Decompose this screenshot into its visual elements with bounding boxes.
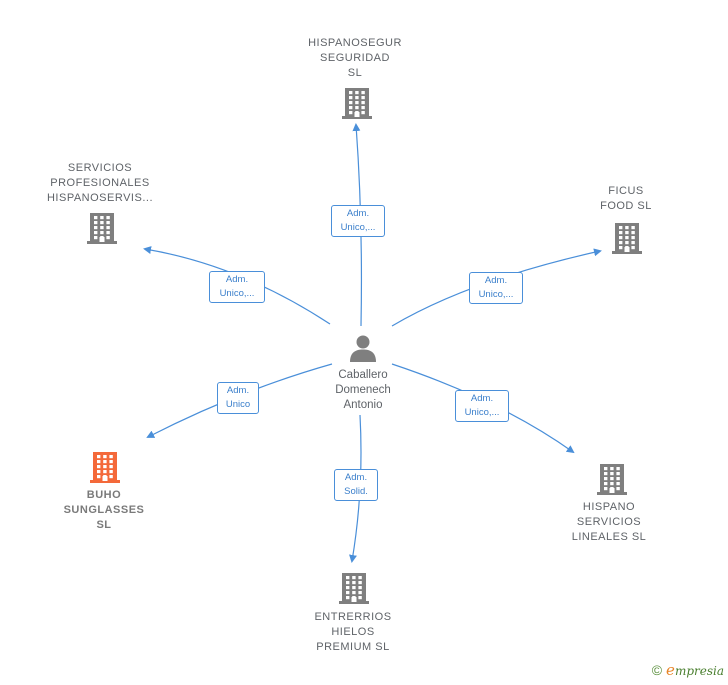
building-icon[interactable] bbox=[339, 571, 369, 610]
company-label-hispanoseguridad[interactable]: HISPANOSEGUR SEGURIDAD SL bbox=[308, 37, 402, 79]
company-label-ficus[interactable]: FICUS FOOD SL bbox=[600, 185, 652, 212]
building-icon[interactable] bbox=[597, 462, 627, 501]
company-label-hispano[interactable]: HISPANO SERVICIOS LINEALES SL bbox=[571, 501, 647, 543]
company-label-servicios[interactable]: SERVICIOS PROFESIONALES HISPANOSERVIS... bbox=[46, 162, 153, 204]
edge-label-buho[interactable]: Adm. Unico bbox=[217, 382, 259, 414]
copyright-symbol: © bbox=[651, 662, 663, 678]
footer-brand: © empresia bbox=[652, 661, 724, 679]
edge-label-hispanoseguridad[interactable]: Adm. Unico,... bbox=[331, 205, 385, 237]
edge-label-servicios[interactable]: Adm. Unico,... bbox=[209, 271, 265, 303]
person-icon[interactable] bbox=[348, 333, 378, 363]
building-icon[interactable] bbox=[612, 221, 642, 260]
building-icon[interactable] bbox=[90, 450, 120, 489]
company-label-buho[interactable]: BUHO SUNGLASSES SL bbox=[63, 489, 145, 531]
company-label-entrerrios[interactable]: ENTRERRIOS HIELOS PREMIUM SL bbox=[314, 611, 392, 653]
center-person-label[interactable]: Caballero Domenech Antonio bbox=[335, 369, 391, 411]
building-icon[interactable] bbox=[87, 211, 117, 250]
edge-label-ficus[interactable]: Adm. Unico,... bbox=[469, 272, 523, 304]
edge-label-hispano[interactable]: Adm. Unico,... bbox=[455, 390, 509, 422]
brand-logo: empresia bbox=[666, 661, 724, 679]
edge-label-entrerrios[interactable]: Adm. Solid. bbox=[334, 469, 378, 501]
building-icon[interactable] bbox=[342, 86, 372, 125]
